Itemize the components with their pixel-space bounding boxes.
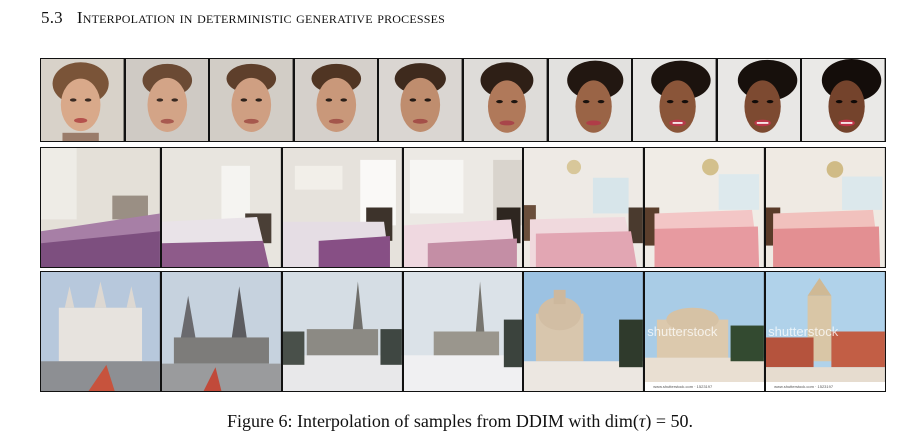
face-sample-7 [548,59,632,141]
caption-prefix: Figure 6: Interpolation of samples from … [226,411,605,431]
bedroom-sample-6 [645,148,765,267]
caption-math-var: τ [638,411,646,431]
section-number: 5.3 [41,8,63,27]
bedroom-sample-5 [524,148,644,267]
faces-interpolation-row [40,58,886,142]
watermark-text: shutterstock [647,324,718,340]
face-sample-10 [802,59,885,141]
church-sample-3 [282,272,402,391]
watermark-footer: www.shutterstock.com · 1523197 [645,382,765,391]
face-sample-8 [633,59,716,141]
church-sample-1 [41,272,160,391]
bedroom-sample-3 [282,148,402,267]
caption-math: dim(τ) = 50 [605,411,689,431]
church-sample-5 [524,272,644,391]
face-sample-9 [717,59,801,141]
face-sample-4 [294,59,378,141]
churches-interpolation-row: shutterstock www.shutterstock.com · 1523… [40,271,886,392]
face-sample-2 [125,59,209,141]
section-heading: 5.3 Interpolation in deterministic genera… [41,8,445,28]
section-title: Interpolation in deterministic generativ… [76,8,446,27]
watermark-footer-2: www.shutterstock.com · 1523197 [766,382,886,391]
face-sample-6 [463,59,547,141]
bedroom-sample-1 [41,148,160,267]
bedrooms-interpolation-row [40,147,886,268]
caption-math-open: ( [632,411,639,431]
caption-math-close: ) = 50 [645,411,689,431]
church-sample-7: shutterstock www.shutterstock.com · 1523… [766,272,886,391]
bedroom-sample-4 [403,148,523,267]
church-sample-6: shutterstock www.shutterstock.com · 1523… [645,272,765,391]
bedroom-sample-7 [766,148,886,267]
bedroom-sample-2 [161,148,281,267]
face-sample-1 [41,59,124,141]
figure-caption: Figure 6: Interpolation of samples from … [0,411,920,432]
caption-math-fn: dim [604,411,633,431]
church-sample-4 [403,272,523,391]
caption-suffix: . [688,411,694,431]
face-sample-5 [379,59,462,141]
church-sample-2 [161,272,281,391]
watermark-text-2: shutterstock [768,324,839,340]
face-sample-3 [210,59,293,141]
